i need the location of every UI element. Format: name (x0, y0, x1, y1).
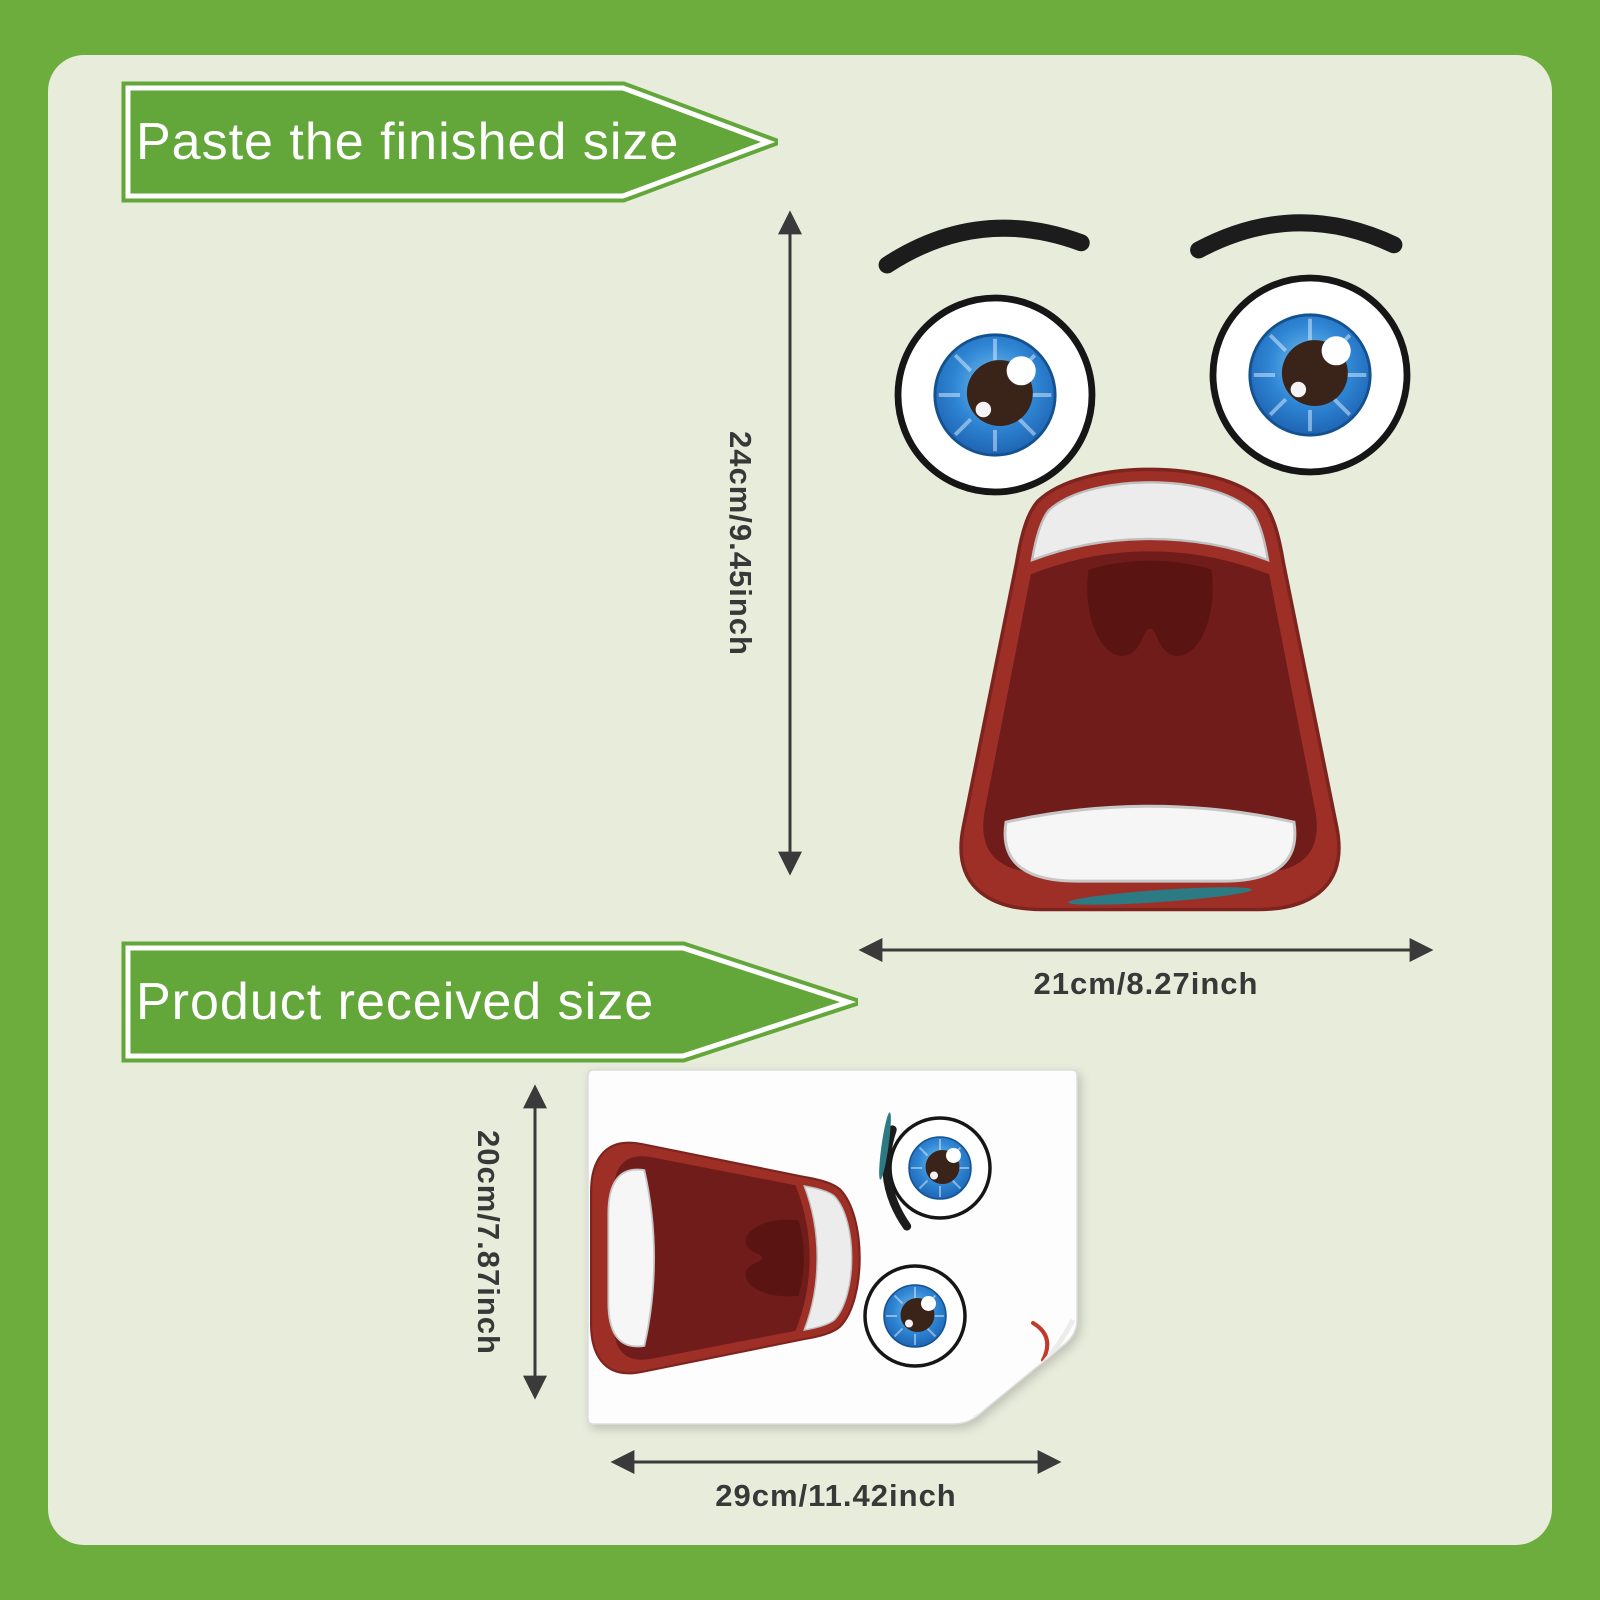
banner-received-label: Product received size (136, 973, 655, 1031)
left-eye (898, 298, 1092, 492)
dimension-label-received-height: 20cm/7.87inch (471, 1129, 506, 1355)
right-eyebrow (1199, 219, 1395, 257)
sheet-red-mark (1031, 1321, 1050, 1362)
open-mouth (959, 467, 1341, 912)
sheet-teal-accent (879, 1112, 891, 1180)
sticker-sheet-graphic (587, 1069, 1078, 1425)
banner-finished-label: Paste the finished size (136, 113, 680, 171)
right-eye (1213, 278, 1407, 472)
left-eyebrow (885, 224, 1081, 265)
chin-accent-line (1068, 887, 1252, 905)
dimension-label-finished-height: 24cm/9.45inch (723, 430, 758, 656)
dimension-label-finished-width: 21cm/8.27inch (1033, 966, 1259, 1001)
cartoon-face-graphic (810, 190, 1470, 912)
sheet-eye-top (888, 1116, 992, 1220)
dimension-label-received-width: 29cm/11.42inch (715, 1478, 957, 1513)
banner-received-arrow-shape (121, 941, 858, 1063)
banner-finished-arrow-shape (121, 81, 778, 203)
sheet-eye-bottom (863, 1264, 967, 1368)
